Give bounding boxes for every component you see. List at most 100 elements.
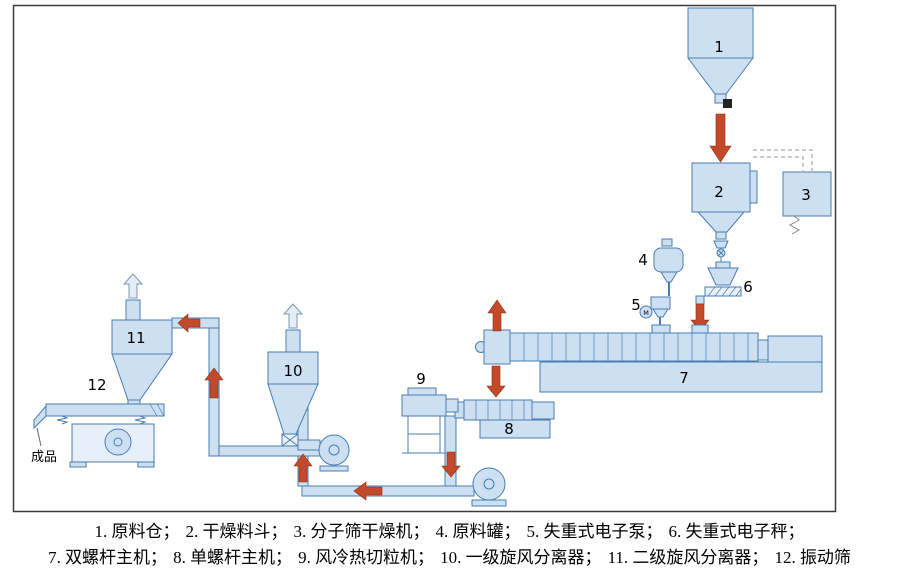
feed-port-b: [691, 324, 709, 334]
dashed-duct-hopper-to-dryer-2: [753, 156, 804, 171]
finished-product-label: 成品: [31, 450, 57, 465]
feed-elbow: [695, 295, 705, 305]
legend: 1. 原料仓； 2. 干燥料斗； 3. 分子筛干燥机； 4. 原料罐； 5. 失重式电子…: [0, 519, 899, 571]
legend-item: 12. 振动筛: [774, 548, 851, 567]
sieve-dryer-3: 3: [782, 171, 832, 235]
pump-body: [650, 296, 671, 310]
legend-item: 3. 分子筛干燥机；: [293, 522, 430, 541]
scale-hopper: [707, 267, 739, 286]
cyclone-neck: [285, 329, 301, 353]
blower-base: [319, 465, 349, 472]
coupling: [757, 339, 769, 361]
barrel: [509, 332, 759, 362]
silo-outlet-block: [723, 99, 732, 108]
equipment-number-9: 9: [416, 370, 426, 388]
dryer-body: [782, 171, 832, 217]
cyclone-10: 10: [267, 329, 319, 447]
spring-right: [134, 415, 147, 425]
twin-screw-extruder-7: 7: [475, 324, 823, 393]
cyclone-11: 11: [111, 299, 173, 407]
equipment-number-5: 5: [631, 296, 641, 314]
pelletizer-9: 9: [401, 370, 459, 454]
pelletizer-top: [407, 387, 437, 396]
equipment-number-3: 3: [801, 186, 811, 204]
pelletizer-side-block: [445, 398, 459, 413]
drive-motor: [767, 335, 823, 367]
arrow-into-cyclone11: [177, 313, 201, 333]
feed-port-a: [651, 324, 671, 334]
vibrator-hub: [113, 437, 123, 447]
drive-motor: [531, 401, 555, 420]
arrow-pelletizer-chute: [441, 451, 461, 478]
vibrating-screen-12: 12 成品: [31, 376, 165, 468]
blower-base: [471, 499, 507, 507]
legend-item: 5. 失重式电子泵；: [526, 522, 663, 541]
legend-item: 7. 双螺杆主机；: [48, 548, 168, 567]
product-drop-line: [36, 427, 42, 447]
equipment-number-1: 1: [714, 38, 724, 56]
conveying-blower-1: [471, 467, 507, 507]
barrel-sections: [475, 400, 525, 420]
dashed-duct-hopper-to-dryer: [753, 149, 813, 171]
legend-item: 6. 失重式电子秤；: [668, 522, 805, 541]
arrow-extruder-vent-up: [487, 299, 507, 332]
duct-valve-to-fan: [297, 439, 321, 451]
arrow-conveying-left: [353, 481, 383, 501]
equipment-number-2: 2: [714, 183, 724, 201]
dryer-coil: [788, 215, 801, 235]
cyclone-cylinder: [111, 319, 173, 355]
arrow-silo-to-hopper: [709, 113, 732, 163]
legend-item: 1. 原料仓；: [94, 522, 180, 541]
equipment-number-11: 11: [126, 329, 145, 347]
equipment-number-7: 7: [679, 369, 689, 387]
silo-neck: [714, 93, 727, 104]
machine-base: [539, 361, 823, 393]
hopper-neck: [715, 231, 727, 240]
blower-hub: [328, 444, 340, 456]
scale-top: [715, 261, 731, 269]
hopper-cone: [696, 211, 746, 233]
screen-deck: [45, 403, 165, 417]
conveying-blower-2: [318, 434, 350, 472]
legend-line-2: 7. 双螺杆主机；8. 单螺杆主机；9. 风冷热切粒机；10. 一级旋风分离器；…: [0, 545, 899, 571]
machine-base: [479, 419, 551, 439]
discharge-chute: [33, 404, 47, 430]
arrow-twin-to-single: [486, 365, 506, 398]
weigh-scale-6: 6: [704, 261, 753, 297]
motor-label: M: [643, 309, 649, 317]
drying-hopper-2: 2: [691, 162, 758, 262]
legend-item: 8. 单螺杆主机；: [173, 548, 293, 567]
vent-arrow-cyclone11: [122, 273, 144, 299]
duct-pelletizer-down: [444, 415, 457, 487]
pump-motor: [639, 305, 653, 319]
arrow-riser-up: [293, 453, 313, 483]
hopper-valve: [713, 240, 729, 249]
scale-platform: [704, 286, 742, 297]
barrel-sections: [523, 333, 749, 361]
tank-cap: [661, 238, 673, 247]
hopper-side-tab: [749, 170, 758, 204]
equipment-number-6: 6: [743, 278, 753, 296]
vent-arrow-cyclone10: [282, 303, 304, 329]
blower-hub: [483, 478, 495, 490]
legend-item: 9. 风冷热切粒机；: [298, 548, 435, 567]
barrel: [463, 399, 533, 421]
arrow-pipe-up: [204, 367, 224, 399]
legend-item: 11. 二级旋风分离器；: [607, 548, 769, 567]
foot-right: [137, 461, 155, 468]
pipe-bottom-conveying: [301, 485, 475, 497]
equipment-number-12: 12: [87, 376, 106, 394]
legend-line-1: 1. 原料仓； 2. 干燥料斗； 3. 分子筛干燥机； 4. 原料罐； 5. 失重式电子…: [0, 519, 899, 545]
legend-item: 2. 干燥料斗；: [185, 522, 288, 541]
silo-1: 1: [687, 7, 754, 108]
spring-left: [56, 415, 69, 425]
scale-platform-hatch: [707, 286, 742, 297]
equipment-number-4: 4: [638, 251, 648, 269]
hopper-body: [691, 162, 751, 213]
tank-cone: [660, 271, 678, 283]
pelletizer-stand: [402, 416, 446, 454]
legend-item: 4. 原料罐；: [435, 522, 521, 541]
tank-body: [653, 247, 684, 273]
gearbox: [483, 329, 511, 365]
